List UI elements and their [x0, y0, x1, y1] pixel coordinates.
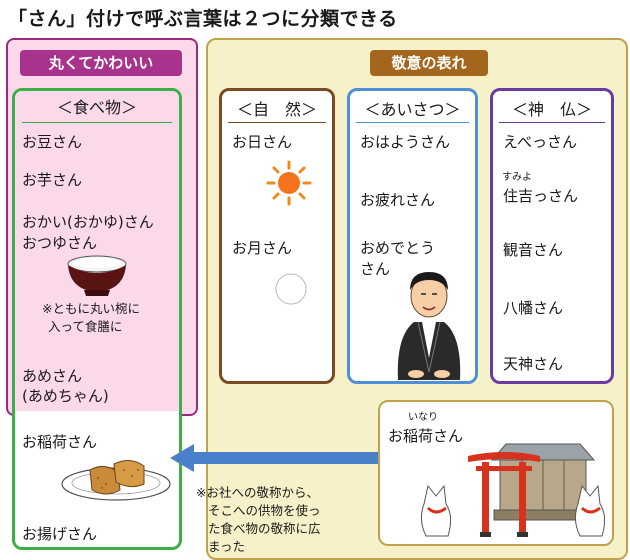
greeting-item-otsukare: お疲れさん: [360, 191, 436, 209]
nature-header: ＜自 然＞: [236, 100, 317, 119]
shrine-label-oinarisan: お稲荷さん: [388, 427, 464, 445]
god-item-tenjin: 天神さん: [503, 355, 564, 373]
greetings-header-divider: [356, 122, 469, 123]
food-note-line1: ※ともに丸い椀に: [42, 301, 140, 316]
nature-item-otsukisan: お月さん: [232, 239, 293, 257]
food-item-ame: あめさん: [22, 367, 83, 385]
arrow-note-line2: そこへの供物を使っ: [208, 503, 321, 518]
respect-category-tag: 敬意の表れ: [370, 50, 488, 76]
gods-box: [490, 88, 614, 384]
food-item-otsuyu: おつゆさん: [22, 234, 98, 252]
god-item-ebessan: えべっさん: [503, 133, 577, 151]
food-header: ＜食べ物＞: [56, 98, 137, 117]
god-item-kannon: 観音さん: [503, 241, 564, 259]
god-item-sumiyoshi: 住吉っさん: [503, 187, 579, 205]
inari-shrine-icon: [420, 443, 606, 537]
gods-header: ＜神 仏＞: [511, 100, 592, 119]
food-item-oimo: お芋さん: [22, 171, 83, 189]
nature-item-ohisan: お日さん: [232, 133, 293, 151]
food-note-line2: 入って食膳に: [48, 319, 123, 334]
left-arrow-icon: [170, 444, 378, 472]
fried-tofu-plate-icon: [61, 460, 171, 501]
food-box-pink-area: [15, 91, 179, 411]
greeting-item-ohayou: おはようさん: [360, 133, 451, 151]
arrow-note-line4: まった: [208, 539, 246, 554]
shrine-ruby-inari: いなり: [408, 412, 438, 423]
greetings-header: ＜あいさつ＞: [364, 100, 461, 119]
soup-bowl-icon: [67, 255, 127, 296]
greeting-item-omedetou-san: さん: [360, 260, 391, 278]
god-ruby-sumiyo: すみよ: [502, 172, 532, 183]
food-item-amechan: (あめちゃん): [22, 387, 109, 405]
sun-icon: [266, 160, 312, 206]
greeting-item-omedetou: おめでとう: [360, 239, 436, 257]
food-header-divider: [22, 122, 172, 123]
bowing-man-icon: [397, 272, 461, 380]
cute-category-tag: 丸くてかわいい: [20, 50, 182, 76]
food-item-oagesan: お揚げさん: [22, 525, 98, 543]
arrow-note-line1: ※お社への敬称から、: [196, 485, 319, 500]
gods-header-divider: [499, 122, 605, 123]
moon-icon: [275, 273, 307, 305]
page-title: 「さん」付けで呼ぶ言葉は２つに分類できる: [8, 8, 398, 30]
nature-header-divider: [228, 122, 326, 123]
food-item-okai: おかい(おかゆ)さん: [22, 213, 154, 231]
arrow-note-line3: た食べ物の敬称に広: [208, 521, 321, 536]
god-item-hachiman: 八幡さん: [503, 299, 564, 317]
nature-box: [219, 88, 335, 384]
food-item-omame: お豆さん: [22, 133, 83, 151]
food-item-oinarisan: お稲荷さん: [22, 433, 98, 451]
